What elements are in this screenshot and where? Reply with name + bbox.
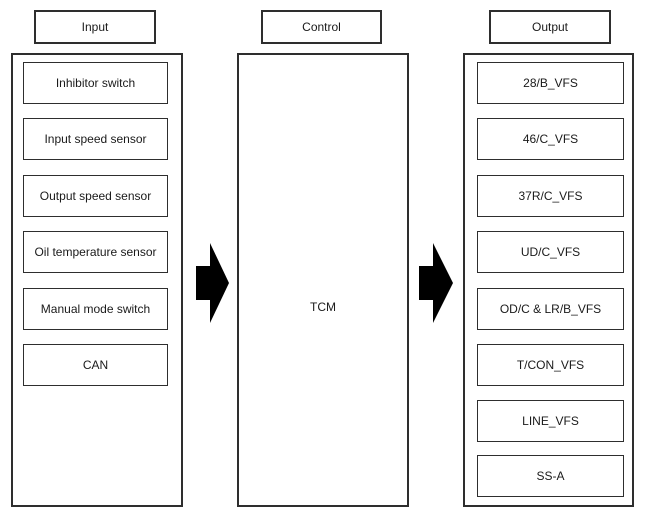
input-item-label: Output speed sensor [39,189,152,203]
output-group-box: 28/B_VFS 46/C_VFS 37R/C_VFS UD/C_VFS OD/… [463,53,634,507]
control-column-header: Control [261,10,382,44]
output-item-line-vfs: LINE_VFS [477,400,624,442]
input-item-label: Oil temperature sensor [34,245,157,259]
output-item-46c-vfs: 46/C_VFS [477,118,624,160]
output-item-label: 37R/C_VFS [518,189,583,203]
output-item-odc-lrb-vfs: OD/C & LR/B_VFS [477,288,624,330]
input-item-input-speed-sensor: Input speed sensor [23,118,168,160]
output-item-37rc-vfs: 37R/C_VFS [477,175,624,217]
output-item-tcon-vfs: T/CON_VFS [477,344,624,386]
output-header-label: Output [531,20,569,34]
output-item-udc-vfs: UD/C_VFS [477,231,624,273]
flow-arrow-icon [196,243,229,323]
input-column-header: Input [34,10,156,44]
input-item-manual-mode-switch: Manual mode switch [23,288,168,330]
input-item-can: CAN [23,344,168,386]
input-group-box: Inhibitor switch Input speed sensor Outp… [11,53,183,507]
tcm-unit-label: TCM [310,300,336,314]
output-item-label: SS-A [536,469,565,483]
control-header-label: Control [302,20,341,34]
input-item-label: Inhibitor switch [55,76,136,90]
input-item-label: CAN [82,358,109,372]
input-item-label: Input speed sensor [44,132,147,146]
output-item-28b-vfs: 28/B_VFS [477,62,624,104]
output-item-label: UD/C_VFS [520,245,581,259]
input-header-label: Input [81,20,109,34]
output-item-label: T/CON_VFS [516,358,585,372]
input-item-inhibitor-switch: Inhibitor switch [23,62,168,104]
output-item-label: 28/B_VFS [523,76,578,90]
output-item-label: OD/C & LR/B_VFS [499,302,602,316]
output-item-label: 46/C_VFS [522,132,579,146]
control-group-box: TCM [237,53,409,507]
input-item-output-speed-sensor: Output speed sensor [23,175,168,217]
input-item-oil-temperature-sensor: Oil temperature sensor [23,231,168,273]
output-column-header: Output [489,10,611,44]
flow-arrow-icon [419,243,453,323]
output-item-ss-a: SS-A [477,455,624,497]
input-item-label: Manual mode switch [40,302,151,316]
output-item-label: LINE_VFS [522,414,579,428]
